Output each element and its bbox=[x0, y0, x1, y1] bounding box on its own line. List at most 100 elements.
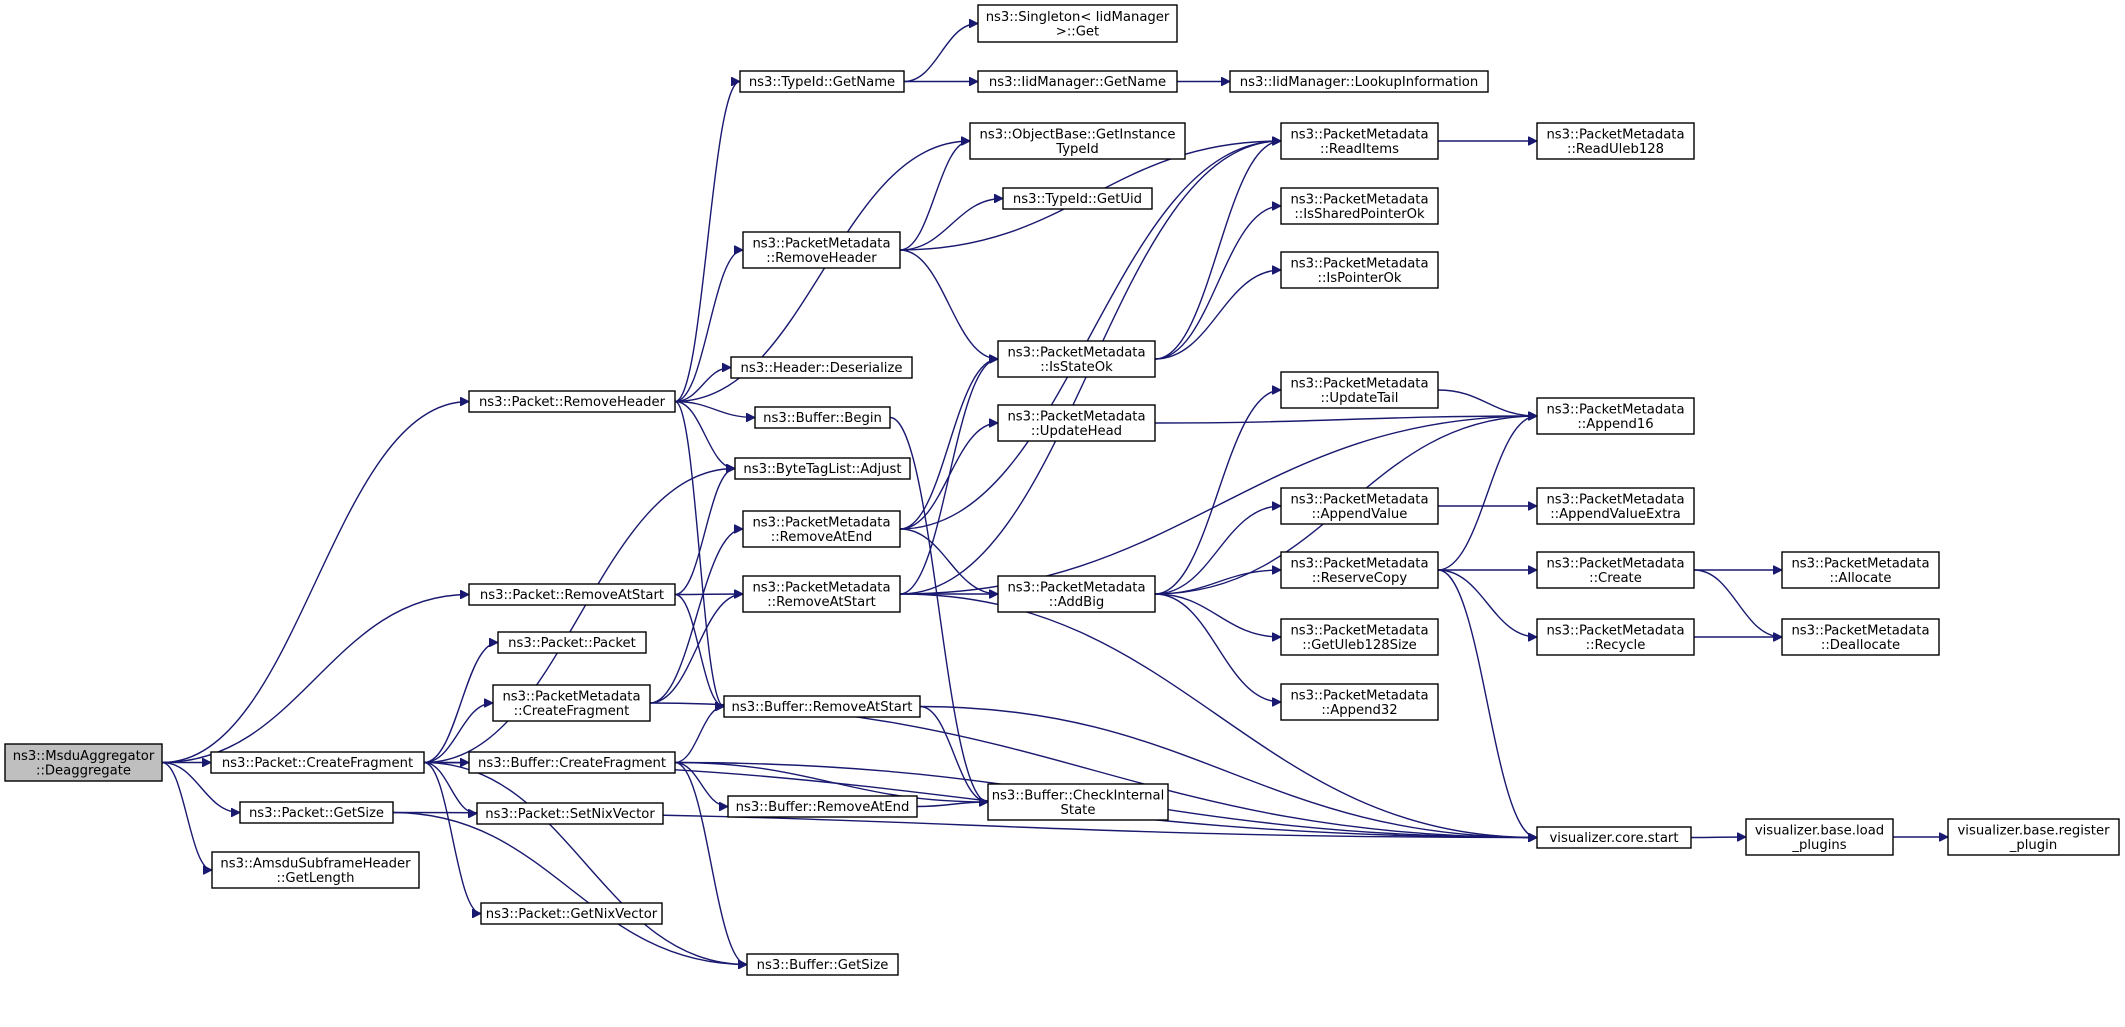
edge-path bbox=[903, 24, 978, 83]
edge-pmRemoveAtStart-to-isStateOk bbox=[899, 359, 999, 595]
node-label: ::RemoveAtStart bbox=[767, 595, 876, 610]
node-setNix[interactable]: ns3::Packet::SetNixVector bbox=[476, 802, 664, 825]
edge-path bbox=[423, 761, 747, 965]
node-isStateOk[interactable]: ns3::PacketMetadata::IsStateOk bbox=[997, 340, 1156, 378]
node-bRemoveAtStart[interactable]: ns3::Buffer::RemoveAtStart bbox=[723, 695, 921, 718]
node-updateHead[interactable]: ns3::PacketMetadata::UpdateHead bbox=[997, 404, 1156, 442]
edge-vizStart-to-loadPlugins bbox=[1690, 837, 1746, 838]
node-typeIdGetUid[interactable]: ns3::TypeId::GetUid bbox=[1002, 187, 1153, 210]
node-singletonGet[interactable]: ns3::Singleton< IidManager >::Get bbox=[977, 4, 1178, 43]
edge-path bbox=[161, 402, 469, 764]
edge-pmRemoveHeader-to-objGetInst bbox=[899, 141, 971, 251]
node-getUleb[interactable]: ns3::PacketMetadata::GetUleb128Size bbox=[1280, 618, 1439, 656]
edge-path bbox=[649, 529, 744, 704]
node-pRemoveAtStart[interactable]: ns3::Packet::RemoveAtStart bbox=[468, 583, 676, 606]
node-readItems[interactable]: ns3::PacketMetadata::ReadItems bbox=[1280, 122, 1439, 160]
edge-bRemoveAtEnd-to-checkInternal bbox=[916, 802, 988, 808]
node-pmRecycle[interactable]: ns3::PacketMetadata::Recycle bbox=[1536, 618, 1695, 656]
node-label: ns3::PacketMetadata bbox=[1007, 580, 1145, 595]
edge-bCreateFragment-to-bGetSize bbox=[674, 761, 748, 965]
node-box bbox=[1280, 187, 1439, 225]
edge-path bbox=[1154, 416, 1537, 424]
edge-path bbox=[674, 593, 725, 707]
node-headerDeser[interactable]: ns3::Header::Deserialize bbox=[730, 356, 913, 379]
node-label: ns3::Packet::CreateFragment bbox=[222, 756, 413, 771]
node-amsduLen[interactable]: ns3::AmsduSubframeHeader::GetLength bbox=[211, 851, 420, 889]
node-pmRemoveAtStart[interactable]: ns3::PacketMetadata::RemoveAtStart bbox=[742, 575, 901, 613]
node-pmCreate[interactable]: ns3::PacketMetadata::Create bbox=[1536, 551, 1695, 589]
edge-path bbox=[649, 594, 743, 704]
node-box bbox=[1536, 487, 1695, 525]
node-label: ns3::Buffer::RemoveAtEnd bbox=[736, 800, 910, 815]
edge-pmRemoveHeader-to-isStateOk bbox=[899, 249, 998, 359]
node-label: ::AppendValue bbox=[1312, 507, 1408, 522]
node-updateTail[interactable]: ns3::PacketMetadata::UpdateTail bbox=[1280, 371, 1439, 409]
node-createFragment[interactable]: ns3::Packet::CreateFragment bbox=[210, 751, 425, 774]
node-label: ::IsStateOk bbox=[1040, 360, 1113, 375]
node-label: ns3::Packet::GetNixVector bbox=[486, 907, 658, 922]
edge-path bbox=[1154, 593, 1281, 702]
node-pmRemoveAtEnd[interactable]: ns3::PacketMetadata::RemoveAtEnd bbox=[742, 510, 901, 548]
edge-path bbox=[674, 469, 736, 596]
node-vizStart[interactable]: visualizer.core.start bbox=[1536, 826, 1692, 849]
node-reserveCopy[interactable]: ns3::PacketMetadata::ReserveCopy bbox=[1280, 551, 1439, 589]
edge-deagg-to-removeHeader bbox=[161, 402, 469, 764]
node-packetCtor[interactable]: ns3::Packet::Packet bbox=[497, 631, 647, 654]
node-bCreateFragment[interactable]: ns3::Buffer::CreateFragment bbox=[468, 751, 676, 774]
node-box bbox=[210, 751, 425, 774]
edge-addBig-to-appendValue bbox=[1154, 506, 1281, 595]
node-label: ::ReadItems bbox=[1320, 142, 1399, 157]
edge-bufferBegin-to-checkInternal bbox=[889, 416, 989, 803]
edge-createFragment-to-pmCreateFragment bbox=[423, 703, 494, 764]
node-label: ::UpdateTail bbox=[1321, 391, 1399, 406]
node-bufferBegin[interactable]: ns3::Buffer::Begin bbox=[754, 406, 891, 429]
node-box bbox=[742, 231, 901, 269]
node-pmCreateFragment[interactable]: ns3::PacketMetadata::CreateFragment bbox=[492, 684, 651, 722]
node-readUleb[interactable]: ns3::PacketMetadata::ReadUleb128 bbox=[1536, 122, 1695, 160]
node-appendValueExtra[interactable]: ns3::PacketMetadata::AppendValueExtra bbox=[1536, 487, 1695, 525]
node-label: ns3::PacketMetadata bbox=[1290, 127, 1428, 142]
node-pmAllocate[interactable]: ns3::PacketMetadata::Allocate bbox=[1781, 551, 1940, 589]
node-label: ::AppendValueExtra bbox=[1550, 507, 1681, 522]
node-pGetSize[interactable]: ns3::Packet::GetSize bbox=[239, 801, 394, 824]
node-isSharedPtrOk[interactable]: ns3::PacketMetadata::IsSharedPointerOk bbox=[1280, 187, 1439, 225]
node-typeIdGetName[interactable]: ns3::TypeId::GetName bbox=[739, 70, 905, 93]
node-pmDeallocate[interactable]: ns3::PacketMetadata::Deallocate bbox=[1781, 618, 1940, 656]
edge-path bbox=[899, 416, 1537, 595]
node-box bbox=[987, 783, 1169, 821]
node-bGetSize[interactable]: ns3::Buffer::GetSize bbox=[746, 953, 899, 976]
node-append16[interactable]: ns3::PacketMetadata::Append16 bbox=[1536, 397, 1695, 435]
node-btlAdjust[interactable]: ns3::ByteTagList::Adjust bbox=[734, 457, 911, 480]
node-iidGetName[interactable]: ns3::IidManager::GetName bbox=[977, 70, 1178, 93]
node-isPtrOk[interactable]: ns3::PacketMetadata::IsPointerOk bbox=[1280, 251, 1439, 289]
node-label: ::Create bbox=[1589, 571, 1642, 586]
edge-bRemoveAtStart-to-checkInternal bbox=[919, 705, 989, 803]
node-label: ::ReadUleb128 bbox=[1567, 142, 1664, 157]
node-addBig[interactable]: ns3::PacketMetadata::AddBig bbox=[997, 575, 1156, 613]
node-removeHeader[interactable]: ns3::Packet::RemoveHeader bbox=[468, 390, 676, 413]
node-lookupInfo[interactable]: ns3::IidManager::LookupInformation bbox=[1229, 70, 1489, 93]
node-registerPlugin[interactable]: visualizer.base.register_plugin bbox=[1947, 818, 2120, 856]
node-box bbox=[1280, 371, 1439, 409]
node-deagg[interactable]: ns3::MsduAggregator::Deaggregate bbox=[4, 743, 163, 782]
node-bRemoveAtEnd[interactable]: ns3::Buffer::RemoveAtEnd bbox=[727, 795, 918, 818]
edge-removeHeader-to-btlAdjust bbox=[674, 400, 736, 469]
node-append32[interactable]: ns3::PacketMetadata::Append32 bbox=[1280, 683, 1439, 721]
node-label: ::CreateFragment bbox=[514, 704, 630, 719]
node-box bbox=[1536, 826, 1692, 849]
node-label: TypeId bbox=[1055, 142, 1099, 157]
node-appendValue[interactable]: ns3::PacketMetadata::AppendValue bbox=[1280, 487, 1439, 525]
node-box bbox=[1280, 251, 1439, 289]
node-label: ns3::Buffer::RemoveAtStart bbox=[732, 700, 913, 715]
edge-bRemoveAtStart-to-vizStart bbox=[919, 705, 1537, 838]
node-getNix[interactable]: ns3::Packet::GetNixVector bbox=[480, 902, 663, 925]
node-label: ns3::PacketMetadata bbox=[1290, 688, 1428, 703]
node-label: ns3::Packet::RemoveAtStart bbox=[480, 588, 664, 603]
node-box bbox=[742, 575, 901, 613]
node-label: visualizer.base.register bbox=[1957, 823, 2110, 838]
node-pmRemoveHeader[interactable]: ns3::PacketMetadata::RemoveHeader bbox=[742, 231, 901, 269]
node-loadPlugins[interactable]: visualizer.base.load_plugins bbox=[1745, 818, 1894, 856]
node-label: ::UpdateHead bbox=[1031, 424, 1122, 439]
